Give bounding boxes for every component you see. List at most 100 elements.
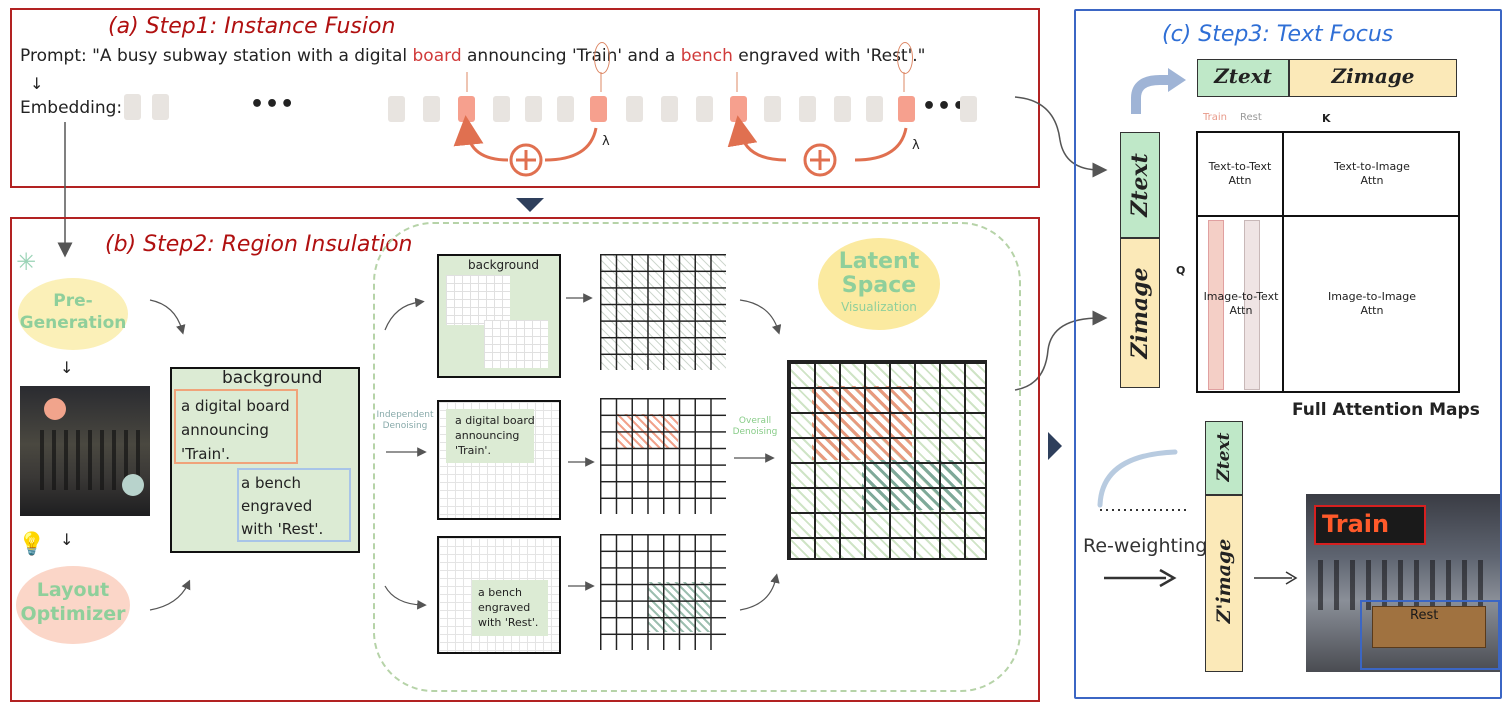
token-train	[590, 96, 607, 122]
latent-space-label: Latent Space	[838, 249, 920, 298]
i2t-label: Image-to-Text Attn	[1203, 290, 1279, 317]
result-arrow	[1254, 571, 1298, 585]
branch-bg-grid-2	[484, 320, 548, 368]
step1-title: (a) Step1: Instance Fusion	[108, 14, 396, 39]
step2-title: (b) Step2: Region Insulation	[105, 232, 413, 257]
visualization-label: Visualization	[841, 300, 917, 314]
token	[626, 96, 643, 122]
step3-panel	[1074, 9, 1502, 699]
result-bench-box	[1360, 600, 1500, 670]
token	[388, 96, 405, 122]
train-tag: Train	[1203, 112, 1227, 123]
token	[661, 96, 678, 122]
ztext-label-top: Ztext	[1214, 64, 1272, 88]
branch-bench-text: a bench engraved with 'Rest'.	[478, 586, 539, 629]
pre-generation-blob	[18, 278, 128, 350]
branch-background-label: background	[468, 258, 539, 272]
result-bench	[1372, 606, 1486, 648]
prompt-mid2: engraved with 'Rest'."	[732, 46, 926, 66]
latent-grid-board-lines	[600, 398, 726, 514]
k-label: K	[1322, 112, 1331, 125]
blue-curve-arrow	[1131, 68, 1186, 114]
token	[960, 96, 977, 122]
t2t-label: Text-to-Text Attn	[1208, 160, 1272, 187]
branch-board-region	[446, 409, 534, 463]
latent-grid-background-lines	[600, 254, 726, 370]
prompt-line: Prompt: "A busy subway station with a di…	[20, 46, 926, 66]
token	[866, 96, 883, 122]
zimage-label-top: Zimage	[1331, 64, 1415, 88]
zimage-label-vertical-2: Z'image	[1213, 538, 1235, 624]
reweighting-curve	[1097, 449, 1190, 511]
layout-card	[170, 367, 360, 553]
layout-board-text: a digital board announcing 'Train'.	[181, 397, 290, 463]
attention-vline	[1282, 131, 1284, 393]
layout-optimizer-label: Layout Optimizer	[20, 579, 126, 625]
word-bench: bench	[680, 46, 733, 66]
zimage-bar-vertical	[1120, 238, 1160, 388]
token-rest	[898, 96, 915, 122]
token	[799, 96, 816, 122]
t2i-label: Text-to-Image Attn	[1334, 160, 1410, 187]
full-attention-label: Full Attention Maps	[1292, 400, 1480, 420]
token	[423, 96, 440, 122]
layout-optimizer-blob	[16, 566, 130, 644]
zimage-bar-vertical-2	[1205, 495, 1243, 672]
ztext-bar-top	[1197, 59, 1289, 97]
down-arrow-2: ↓	[60, 358, 74, 377]
q-label: Q	[1176, 264, 1186, 277]
i2i-label: Image-to-Image Attn	[1327, 290, 1417, 317]
reweighting-label: Re-weighting	[1083, 535, 1208, 557]
combined-grid-lines	[787, 360, 987, 560]
pre-generation-label: Pre- Generation	[19, 291, 127, 333]
train-column	[1208, 220, 1224, 390]
token	[152, 94, 169, 120]
overall-denoising-label: Overall Denoising	[732, 416, 778, 437]
attention-matrix	[1196, 131, 1460, 393]
result-rest-text: Rest	[1410, 608, 1439, 623]
token	[525, 96, 542, 122]
attention-hline	[1196, 215, 1460, 217]
sparkle-icon: ✳	[16, 248, 37, 276]
rest-column	[1244, 220, 1260, 390]
step3-title: (c) Step3: Text Focus	[1162, 22, 1394, 47]
branch-board-text: a digital board announcing 'Train'.	[455, 414, 535, 457]
reweighting-arrow	[1104, 568, 1177, 588]
word-board: board	[412, 46, 462, 66]
train-quote-circle	[594, 42, 610, 74]
photo-bench-dot	[122, 474, 144, 496]
ztext-label-vertical: Ztext	[1127, 153, 1153, 217]
token	[557, 96, 574, 122]
zimage-label-vertical: Zimage	[1127, 267, 1153, 359]
step1-panel	[10, 8, 1040, 188]
lambda-1: λ	[602, 134, 610, 149]
prompt-prefix: Prompt: "A busy subway station with a di…	[20, 46, 413, 66]
step2-panel	[10, 217, 1040, 702]
lambda-2: λ	[912, 138, 920, 153]
ellipsis: •••	[250, 92, 296, 117]
ztext-bar-vertical	[1120, 132, 1160, 238]
rest-tag: Rest	[1240, 112, 1262, 123]
ztext-label-vertical-2: Ztext	[1214, 432, 1234, 482]
zimage-bar-top	[1289, 59, 1457, 97]
branch-bench-region	[472, 580, 548, 636]
token	[124, 94, 141, 120]
latent-space-blob	[818, 238, 940, 330]
lightbulb-icon: 💡	[18, 532, 46, 557]
rest-quote-circle	[897, 42, 913, 74]
layout-board-box	[174, 389, 298, 464]
token	[764, 96, 781, 122]
photo-board-dot	[44, 398, 66, 420]
result-train-text: Train	[1322, 510, 1390, 538]
result-train-sign	[1314, 505, 1426, 545]
layout-bench-text: a bench engraved with 'Rest'.	[241, 474, 324, 538]
latent-grid-bench-lines	[600, 534, 726, 650]
layout-background-label: background	[222, 368, 323, 388]
branch-bg-grid-1	[446, 275, 510, 325]
token	[493, 96, 510, 122]
down-arrow-3: ↓	[60, 530, 74, 549]
token	[696, 96, 713, 122]
ellipsis: •••	[922, 94, 968, 119]
